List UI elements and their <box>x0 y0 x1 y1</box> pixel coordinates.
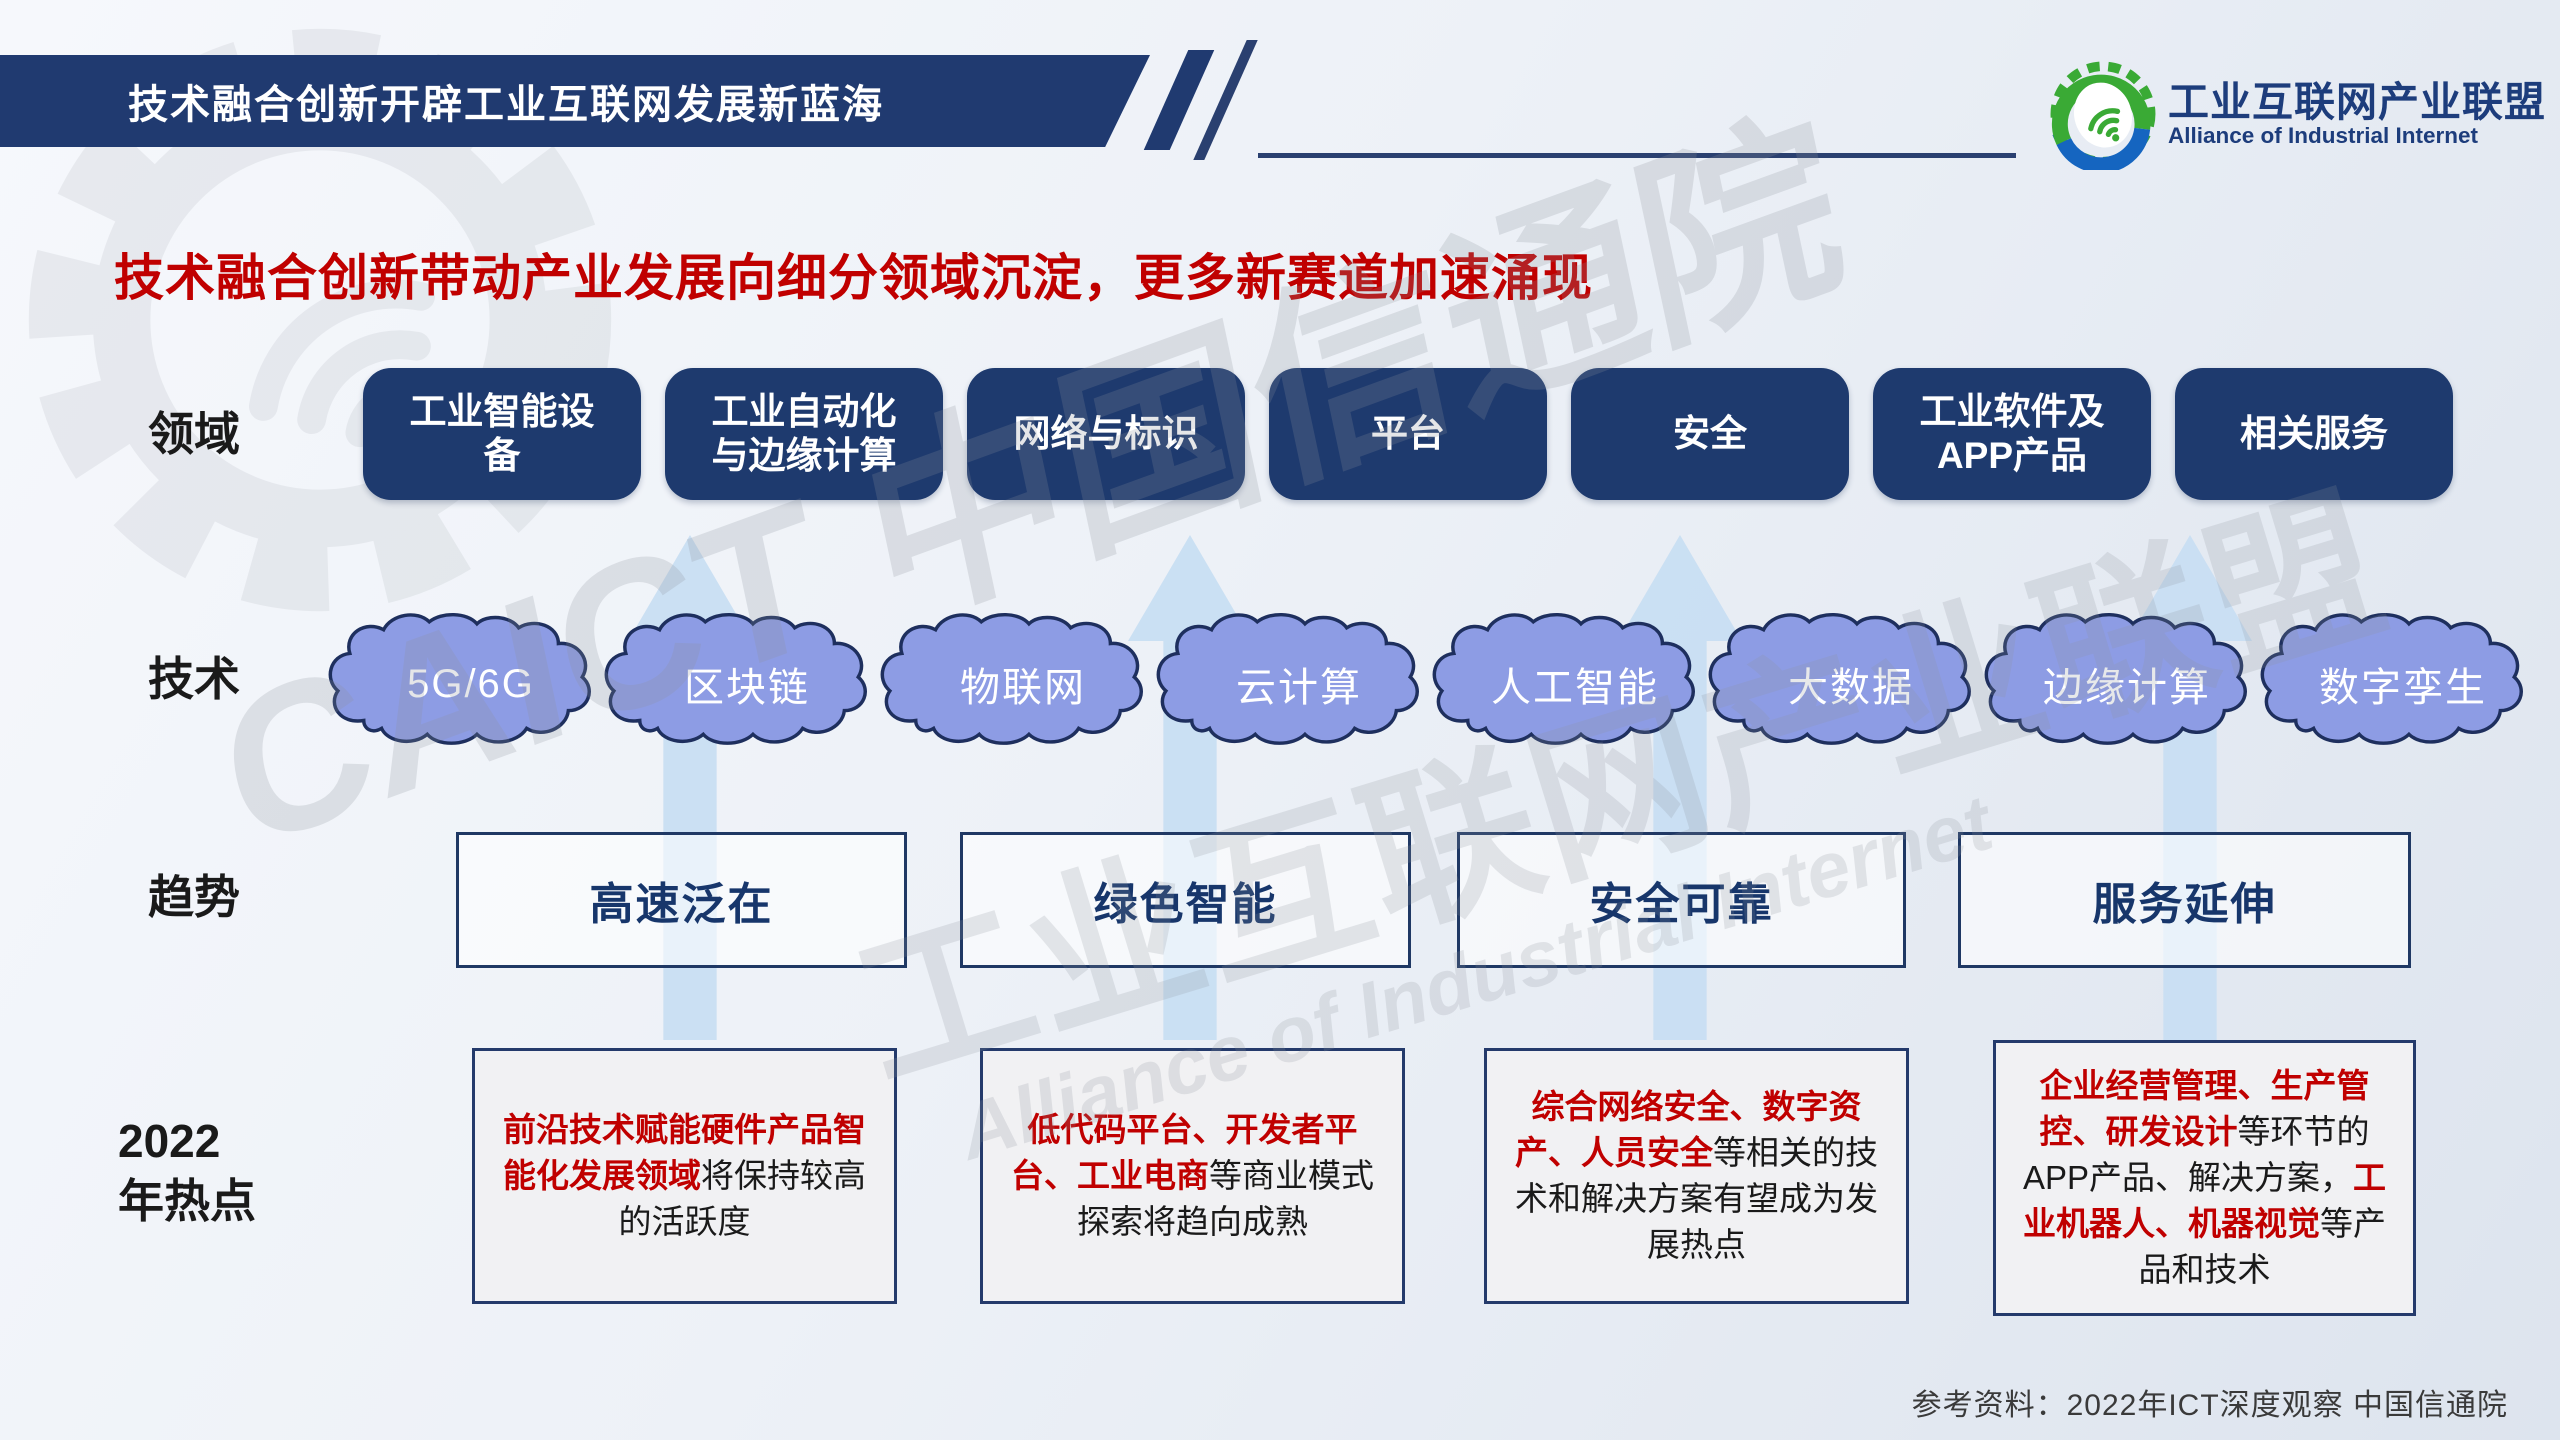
trend-box-service-extension: 服务延伸 <box>1958 832 2411 968</box>
tech-cloud-digital-twin: 数字孪生 <box>2254 610 2552 758</box>
tech-cloud-label: 大数据 <box>1788 666 1914 710</box>
field-box-related-services: 相关服务 <box>2175 368 2453 500</box>
gear-wifi-logo-icon <box>2050 61 2156 170</box>
tech-cloud-5g6g: 5G/6G <box>322 610 620 758</box>
tech-cloud-label: 边缘计算 <box>2043 666 2211 710</box>
hotspot-box-security-solutions: 综合网络安全、数字资产、人员安全等相关的技术和解决方案有望成为发展热点 <box>1484 1048 1909 1304</box>
hotspot-text: 综合网络安全、数字资产、人员安全等相关的技术和解决方案有望成为发展热点 <box>1515 1087 1878 1264</box>
tech-cloud-edge-computing: 边缘计算 <box>1978 610 2276 758</box>
title-banner: 技术融合创新开辟工业互联网发展新蓝海 <box>0 55 1150 147</box>
reference-footnote: 参考资料：2022年ICT深度观察 中国信通院 <box>1911 1389 2508 1422</box>
hotspot-box-app-products-robots: 企业经营管理、生产管控、研发设计等环节的APP产品、解决方案，工业机器人、机器视… <box>1993 1040 2416 1316</box>
hotspot-text: 前沿技术赋能硬件产品智能化发展领域将保持较高的活跃度 <box>503 1110 866 1241</box>
tech-cloud-label: 5G/6G <box>407 661 535 706</box>
tech-cloud-label: 数字孪生 <box>2319 666 2487 710</box>
tech-cloud-label: 区块链 <box>684 666 810 710</box>
trend-box-green-intelligent: 绿色智能 <box>960 832 1411 968</box>
alliance-logo-en: Alliance of Industrial Internet <box>2168 122 2479 148</box>
row-label-hotspot-2022: 2022 年热点 <box>118 1115 256 1227</box>
trend-box-high-speed-ubiquitous: 高速泛在 <box>456 832 907 968</box>
hotspot-text: 低代码平台、开发者平台、工业电商等商业模式探索将趋向成熟 <box>1011 1110 1374 1241</box>
tech-cloud-big-data: 大数据 <box>1702 610 2000 758</box>
tech-cloud-blockchain: 区块链 <box>598 610 896 758</box>
row-label-field: 领域 <box>148 408 240 460</box>
alliance-logo: 工业互联网产业联盟 Alliance of Industrial Interne… <box>2050 58 2546 170</box>
tech-cloud-label: 物联网 <box>960 666 1086 710</box>
field-box-network-identification: 网络与标识 <box>967 368 1245 500</box>
field-box-platform: 平台 <box>1269 368 1547 500</box>
field-box-row: 工业智能设 备 工业自动化 与边缘计算 网络与标识 平台 安全 工业软件及 AP… <box>363 368 2453 500</box>
field-box-industrial-software-app: 工业软件及 APP产品 <box>1873 368 2151 500</box>
tech-cloud-label: 云计算 <box>1236 666 1362 710</box>
field-box-industrial-automation-edge: 工业自动化 与边缘计算 <box>665 368 943 500</box>
hotspot-box-hardware-intelligence: 前沿技术赋能硬件产品智能化发展领域将保持较高的活跃度 <box>472 1048 897 1304</box>
tech-cloud-row: 5G/6G 区块链 物联网 云计算 人工智能 大数据 边缘计算 数字孪生 <box>322 610 2530 758</box>
alliance-logo-text: 工业互联网产业联盟 Alliance of Industrial Interne… <box>2168 78 2546 148</box>
key-message-heading: 技术融合创新带动产业发展向细分领域沉淀，更多新赛道加速涌现 <box>114 250 1593 306</box>
hotspot-box-low-code-platforms: 低代码平台、开发者平台、工业电商等商业模式探索将趋向成熟 <box>980 1048 1405 1304</box>
hotspot-text: 企业经营管理、生产管控、研发设计等环节的APP产品、解决方案，工业机器人、机器视… <box>2022 1066 2387 1289</box>
tech-cloud-cloud-computing: 云计算 <box>1150 610 1448 758</box>
row-label-tech: 技术 <box>148 653 240 705</box>
tech-cloud-ai: 人工智能 <box>1426 610 1724 758</box>
alliance-logo-zh: 工业互联网产业联盟 <box>2168 78 2546 125</box>
field-box-industrial-smart-equipment: 工业智能设 备 <box>363 368 641 500</box>
field-box-security: 安全 <box>1571 368 1849 500</box>
trend-box-safe-reliable: 安全可靠 <box>1457 832 1906 968</box>
tech-cloud-iot: 物联网 <box>874 610 1172 758</box>
page-title: 技术融合创新开辟工业互联网发展新蓝海 <box>128 83 884 127</box>
header-rule-line <box>1258 153 2016 158</box>
row-label-trend: 趋势 <box>148 871 240 923</box>
tech-cloud-label: 人工智能 <box>1491 666 1659 710</box>
